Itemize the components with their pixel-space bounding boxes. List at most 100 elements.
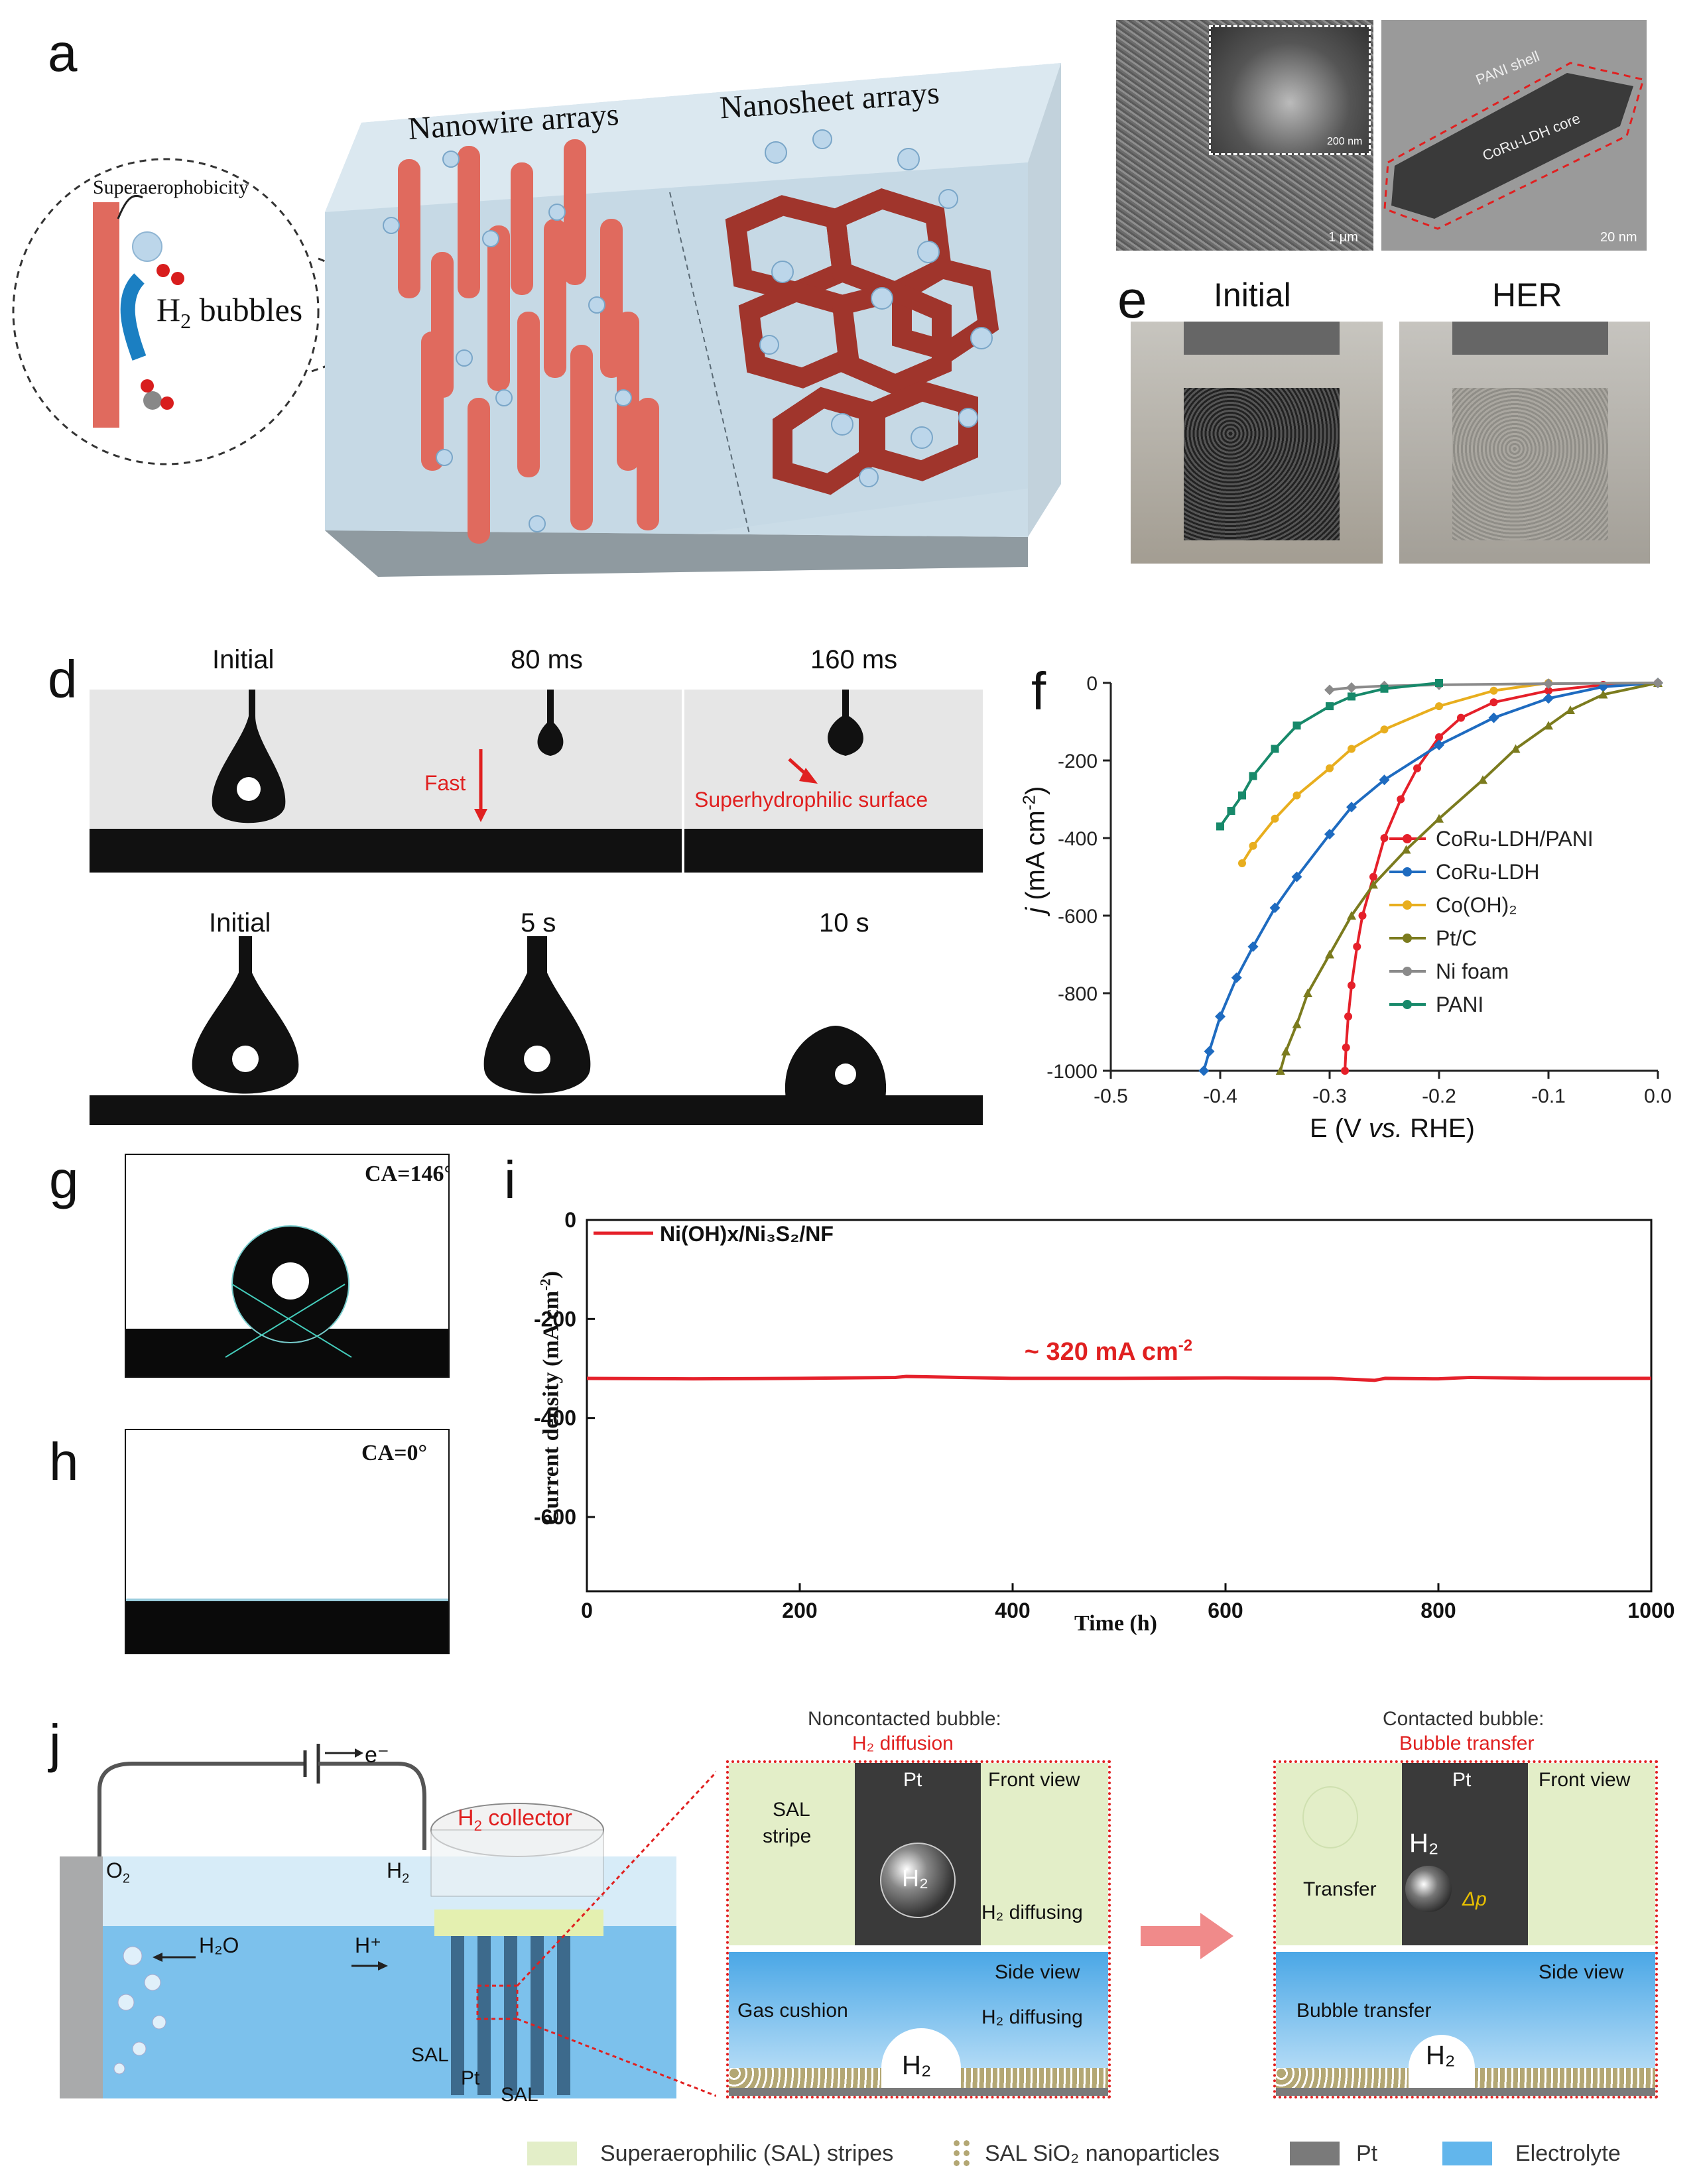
g-contact-angle-label: CA=146°: [365, 1162, 450, 1186]
chart-f-point: [1271, 814, 1279, 823]
chart-f-point: [1292, 721, 1301, 730]
nanostructure-box-illustration: [12, 63, 1061, 577]
panel-a-schematic: [0, 0, 1101, 597]
nc-front-sal-left: [729, 1763, 855, 1945]
chart-f-point: [1488, 712, 1499, 723]
chart-f-point: [1204, 1046, 1215, 1057]
c-side-h2: H₂: [1426, 2041, 1456, 2070]
chart-f-point: [1346, 802, 1357, 813]
chart-f-point: [1303, 989, 1312, 997]
panel-label-d: d: [48, 650, 78, 709]
chart-f-legend-marker: [1403, 834, 1412, 843]
j-collector-word: collector: [481, 1805, 572, 1831]
c-front-pt: [1402, 1763, 1528, 1945]
chart-i-xtick-label: 200: [782, 1599, 817, 1618]
e-her-label: HER: [1492, 276, 1562, 314]
chart-f-point: [1238, 859, 1246, 868]
chart-f-point: [1598, 690, 1608, 699]
chart-f-ylabel-sup: -2: [1019, 794, 1039, 811]
h2-bubbles-word: bubbles: [191, 291, 303, 328]
chart-f-series-line: [1241, 682, 1549, 865]
chart-i-frame: [586, 1219, 1653, 1593]
c-front-view-label: Front view: [1539, 1769, 1631, 1791]
chart-f-point: [1231, 972, 1242, 983]
chart-f-point: [1348, 981, 1355, 990]
chart-f-point: [1543, 693, 1554, 704]
d-bottom-surface: [90, 1095, 983, 1125]
chart-f-legend-label: CoRu-LDH: [1436, 860, 1539, 884]
tem-rod: [1383, 62, 1645, 230]
panel-b-sem-image: 200 nm 1 μm: [1116, 20, 1373, 251]
initial-foam-sample: [1184, 388, 1340, 540]
chart-f-ylabel-close: ): [1021, 786, 1050, 795]
chart-f-ytick-label: -800: [1058, 983, 1098, 1005]
chart-i-ylabel-sup: -2: [536, 1278, 554, 1291]
j-noncontacted-sub: H₂ diffusion: [852, 1732, 954, 1754]
chart-f-point: [1326, 764, 1334, 772]
c-bubble-transfer-label: Bubble transfer: [1296, 2000, 1432, 2022]
nc-gas-cushion-label: Gas cushion: [737, 2000, 848, 2022]
chart-f-xtick-label: -0.2: [1422, 1085, 1456, 1107]
j-hplus-label: H⁺: [355, 1933, 381, 1957]
nc-bubble: [880, 1843, 956, 1918]
chart-f-legend-marker: [1403, 900, 1412, 910]
h2-bubbles-sub: 2: [180, 309, 192, 333]
chart-f-point: [1478, 775, 1487, 784]
chart-f-point: [1348, 692, 1355, 701]
chart-f-point: [1347, 911, 1356, 920]
chart-f-point: [1247, 941, 1259, 952]
d-divider-1: [682, 690, 684, 873]
chart-f-legend-marker: [1403, 1000, 1412, 1009]
chart-f-xlabel-pre: E (V: [1310, 1114, 1369, 1143]
chart-f-point: [1324, 684, 1335, 696]
chart-f-point: [1511, 744, 1521, 753]
chart-f-point: [1369, 880, 1378, 889]
nc-side-base: [729, 2088, 1108, 2096]
nc-sal-stripe-1: SAL: [773, 1799, 810, 1821]
h-film: [126, 1599, 448, 1601]
panel-label-e: e: [1117, 270, 1147, 329]
chart-f-point: [1325, 949, 1334, 959]
chart-i-series-line: [586, 1374, 1651, 1382]
chart-f-xtick-label: -0.4: [1203, 1085, 1237, 1107]
chart-f-point: [1271, 745, 1279, 753]
chart-f-point: [1292, 791, 1301, 800]
d-top-160ms: 160 ms: [810, 645, 898, 674]
nc-sal-stripe-2: stripe: [763, 1825, 812, 1847]
chart-f-series-line: [1202, 682, 1659, 1071]
h-substrate: [126, 1601, 448, 1653]
j-contacted-view: [1273, 1760, 1658, 2098]
nc-bubble-h2: H₂: [902, 1864, 928, 1892]
d-top-initial: Initial: [212, 645, 275, 674]
chart-f-point: [1215, 1011, 1226, 1022]
chart-f-legend-label: Pt/C: [1436, 926, 1477, 950]
chart-i-legend-label: Ni(OH)x/Ni₃S₂/NF: [660, 1222, 834, 1246]
chart-f-point: [1249, 772, 1257, 780]
chart-f-point: [1434, 814, 1444, 823]
sem-scale-bar: 1 μm: [1328, 230, 1358, 245]
legend-swatch-electrolyte: [1442, 2142, 1492, 2165]
j-h2-sub: 2: [402, 1871, 410, 1886]
chart-i-xtick-label: 600: [1208, 1599, 1243, 1618]
chart-i-ytick-label: -200: [534, 1307, 576, 1331]
chart-f-point: [1435, 733, 1443, 741]
j-transition-arrow: [1141, 1913, 1233, 1959]
c-side-base: [1276, 2088, 1655, 2096]
chart-f-point: [1380, 684, 1389, 693]
c-side-view-label: Side view: [1539, 1961, 1624, 1983]
chart-i-ylabel: Current density (mA cm-2): [536, 1226, 563, 1571]
j-collector-sub: 2: [473, 1817, 482, 1834]
chart-f-xlabel: E (V vs. RHE): [1310, 1115, 1475, 1142]
chart-f-point: [1353, 942, 1361, 951]
chart-i-annotation: ~ 320 mA cm-2: [1025, 1337, 1192, 1366]
chart-f-xtick-label: -0.1: [1531, 1085, 1566, 1107]
legend-swatch-sio2: [952, 2138, 972, 2169]
c-delta-p-label: Δp: [1462, 1888, 1487, 1910]
panel-label-a: a: [48, 23, 78, 82]
legend-swatch-sal-stripes: [527, 2142, 577, 2165]
chart-f-legend-label: CoRu-LDH/PANI: [1436, 827, 1594, 851]
chart-f-point: [1457, 713, 1465, 722]
chart-f-point: [1435, 702, 1443, 711]
